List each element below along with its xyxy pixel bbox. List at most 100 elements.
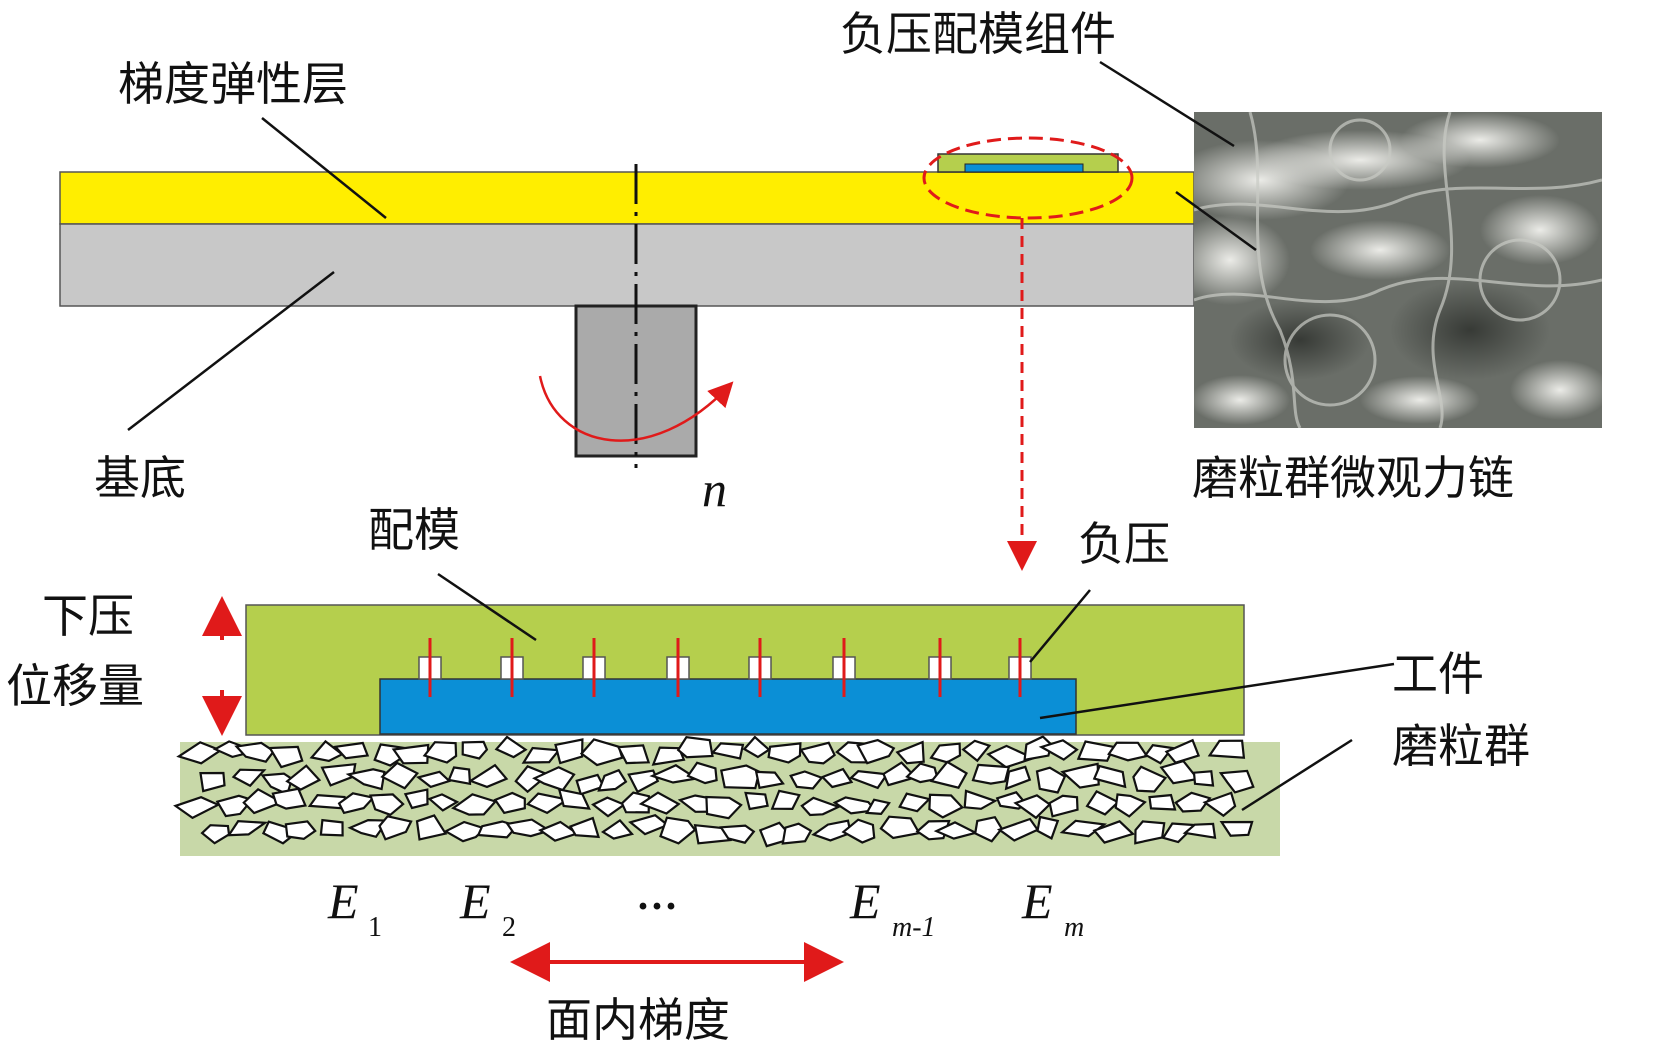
abrasive-grain (933, 821, 979, 840)
abrasive-grain (616, 744, 651, 765)
abrasive-grain (1092, 764, 1127, 789)
abrasive-grain (494, 735, 528, 759)
vacuum-ports (418, 638, 1032, 697)
leader-negative-pressure (1029, 589, 1091, 663)
abrasive-grain (811, 819, 852, 842)
abrasive-grain (505, 818, 553, 838)
leader-gradient-layer (261, 117, 387, 219)
label-gradient-layer: 梯度弹性层 (118, 57, 348, 111)
abrasive-grain (770, 789, 801, 811)
abrasive-grain (929, 742, 962, 764)
highlight-ellipse (922, 136, 1134, 220)
abrasive-grain (1085, 789, 1121, 816)
abrasive-grain (242, 787, 285, 815)
abrasive-grain (789, 770, 824, 790)
abrasive-grain (568, 816, 601, 839)
force-chain-micrograph (1194, 112, 1602, 428)
abrasive-grain (849, 770, 889, 790)
abrasive-grain (928, 793, 965, 819)
abrasive-grain (1218, 769, 1255, 794)
abrasive-grain (659, 816, 697, 845)
abrasive-grain (649, 764, 700, 784)
abrasive-grain (391, 743, 430, 765)
modulus-e2: E 2 (459, 873, 516, 943)
abrasive-grain (199, 771, 226, 793)
abrasive-grain (1182, 822, 1217, 840)
abrasive-grain (226, 819, 269, 837)
abrasive-grain (557, 787, 591, 810)
abrasive-grain (493, 791, 526, 815)
abrasive-grain (865, 798, 891, 816)
svg-text:E: E (459, 873, 491, 929)
abrasive-grain (1048, 794, 1079, 818)
abrasive-grain (705, 795, 743, 820)
abrasive-grain (744, 791, 769, 811)
abrasive-grain (1134, 820, 1166, 845)
abrasive-grain (347, 818, 390, 839)
label-ellipsis: ··· (636, 884, 678, 930)
abrasive-grain (799, 741, 836, 765)
abrasive-grain (521, 746, 561, 764)
abrasive-grain (720, 764, 761, 790)
label-force-chain: 磨粒群微观力链 (1192, 451, 1514, 505)
abrasive-grain (719, 824, 756, 844)
abrasive-grain (271, 787, 307, 810)
workpiece (379, 678, 1077, 735)
abrasive-grain (996, 817, 1040, 842)
abrasive-grain (333, 741, 370, 760)
abrasive-grain (403, 788, 429, 810)
abrasive-grain (1192, 770, 1215, 787)
abrasive-grain (929, 760, 968, 789)
abrasive-grain (895, 740, 925, 765)
abrasive-grain (1164, 738, 1201, 764)
abrasive-grain (451, 793, 498, 816)
abrasive-grain (427, 793, 460, 812)
abrasive-grain (600, 818, 635, 840)
svg-text:m: m (1064, 912, 1084, 943)
modulus-em-1: E m-1 (849, 873, 936, 943)
leader-force-chain (1175, 190, 1257, 252)
label-abrasive-group: 磨粒群 (1392, 719, 1530, 773)
gradient-elastic-layer (59, 171, 1195, 225)
leader-abrasive (1241, 738, 1353, 812)
abrasive-grain (309, 739, 345, 763)
abrasive-grain (200, 824, 231, 845)
small-workpiece (964, 163, 1084, 173)
abrasive-grain (554, 738, 584, 765)
abrasive-grain (320, 762, 357, 787)
abrasive-grain (882, 761, 918, 787)
svg-text:1: 1 (368, 912, 382, 943)
abrasive-grain (597, 768, 628, 792)
abrasive-grain (781, 822, 813, 845)
abrasive-grain (1107, 741, 1149, 762)
abrasive-grain (380, 761, 420, 790)
abrasive-grain (579, 738, 624, 767)
abrasive-grain (963, 789, 998, 810)
abrasive-grain (754, 770, 785, 790)
label-workpiece: 工件 (1392, 647, 1484, 701)
abrasive-grain (468, 763, 509, 789)
abrasive-grain (1114, 793, 1147, 818)
abrasive-grain (591, 796, 627, 818)
abrasive-grain (905, 762, 939, 784)
modulus-em: E m (1021, 873, 1084, 943)
abrasive-grain (1174, 791, 1212, 813)
abrasive-grain (378, 815, 413, 841)
abrasive-grain (176, 741, 223, 765)
svg-text:2: 2 (502, 912, 516, 943)
abrasive-grain (1132, 765, 1168, 793)
abrasive-grain (575, 773, 606, 796)
abrasive-grain (1013, 794, 1052, 820)
abrasive-grain (879, 815, 921, 840)
abrasive-grain (832, 796, 878, 815)
label-press-line1: 下压 (42, 589, 134, 643)
abrasive-grain (215, 794, 254, 818)
leader-workpiece (1039, 662, 1395, 720)
substrate-plate (59, 223, 1195, 307)
abrasive-grain (856, 738, 896, 765)
abrasive-grain (415, 814, 448, 841)
abrasive-grain (638, 791, 681, 815)
abrasive-grain (319, 818, 344, 837)
abrasive-grain (1092, 820, 1136, 844)
